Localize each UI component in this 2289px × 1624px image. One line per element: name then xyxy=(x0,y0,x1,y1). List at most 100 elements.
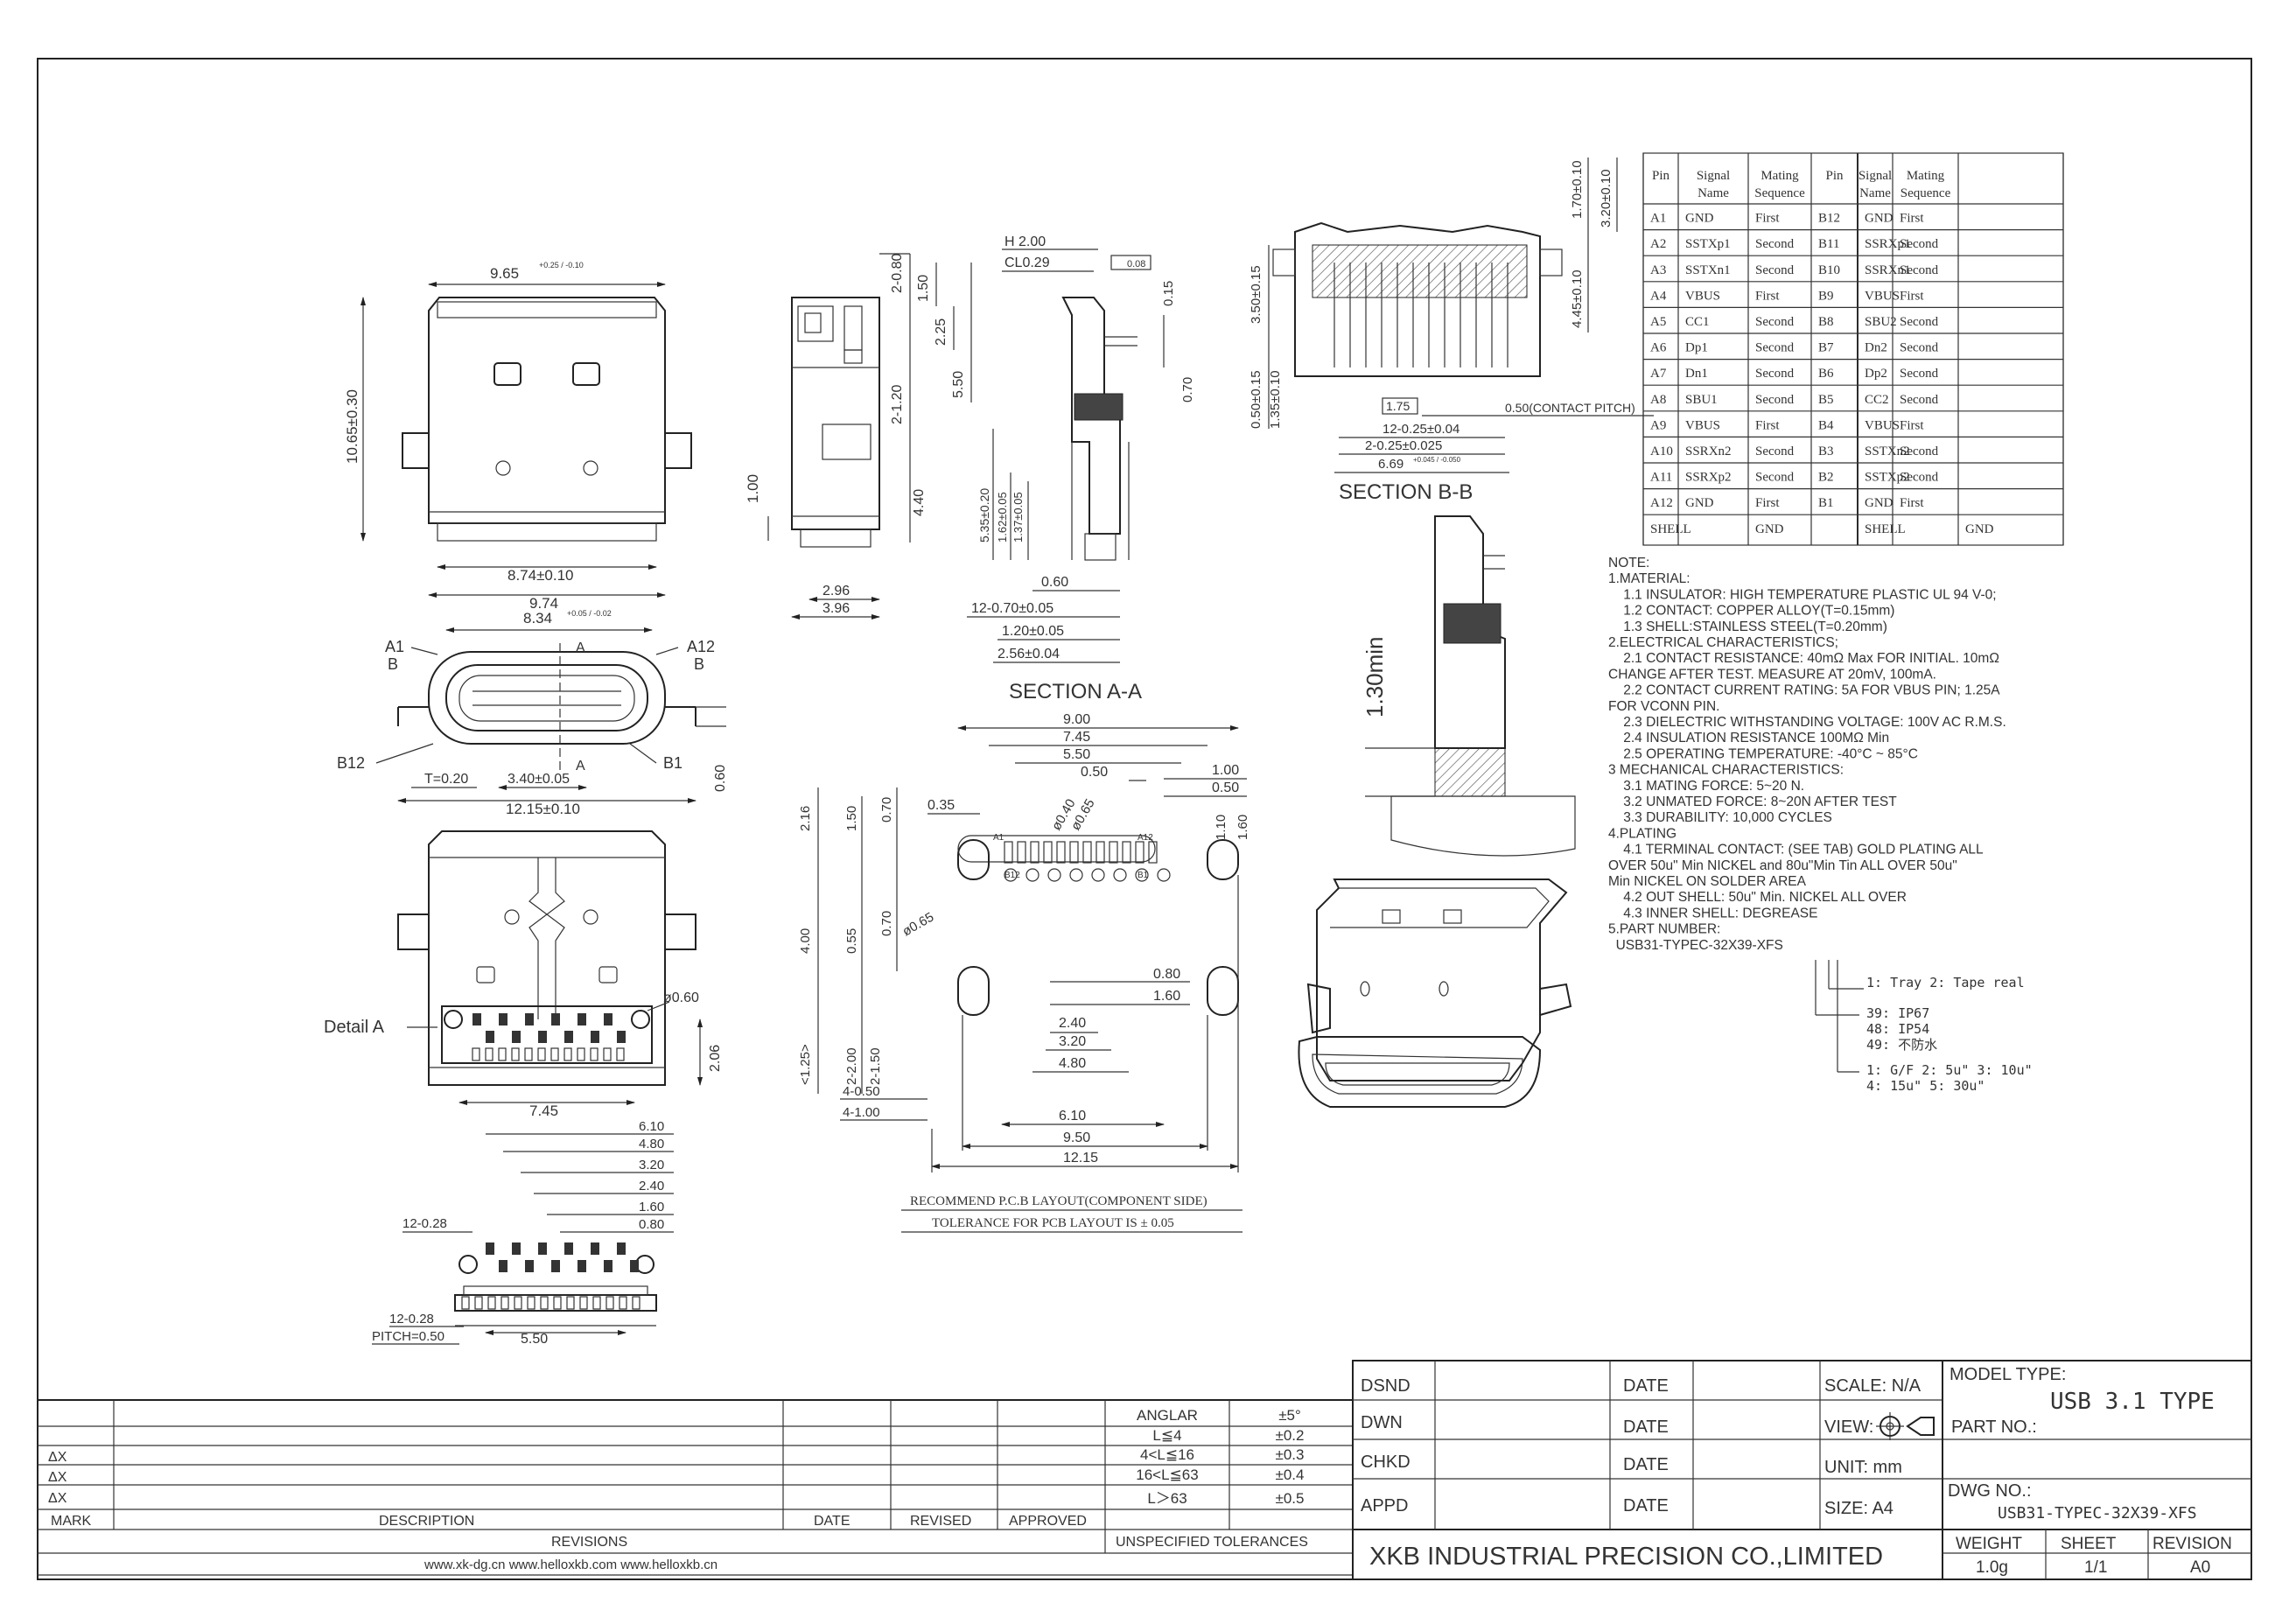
top-view: 9.65 +0.25 / -0.10 10.65±0.30 8.74±0.10 … xyxy=(344,261,769,612)
dim-top-width-tol: +0.25 / -0.10 xyxy=(539,261,584,270)
websites: www.xk-dg.cn www.helloxkb.com www.hellox… xyxy=(424,1558,718,1572)
tb-appd: APPD xyxy=(1361,1496,1408,1516)
section-aa-view: H 2.00 CL0.29 0.08 0.15 0.70 5.35±0.20 1… xyxy=(967,234,1195,704)
note-line: 4.PLATING xyxy=(1608,826,1676,841)
rev-header-revised: REVISED xyxy=(910,1514,971,1529)
dim-p160: 1.60 xyxy=(1236,815,1250,840)
pin-table-cell: Second xyxy=(1900,393,1939,407)
pin-table-header: Pin xyxy=(1825,169,1844,183)
dim-d320: 3.20 xyxy=(639,1158,664,1172)
dim-sa-256: 2.56±0.04 xyxy=(998,647,1060,662)
pin-table-cell: B4 xyxy=(1818,418,1834,432)
pin-table-cell: SBU2 xyxy=(1865,315,1897,329)
note-line: 2.ELECTRICAL CHARACTERISTICS; xyxy=(1608,635,1838,650)
dim-sa-070: 0.70 xyxy=(1180,377,1195,402)
pin-b-right-label: B xyxy=(694,655,704,673)
dim-p4100: 4-1.00 xyxy=(843,1105,880,1120)
dim-sb-170: 1.70±0.10 xyxy=(1570,160,1585,219)
dim-p080: 0.80 xyxy=(1153,967,1180,982)
dim-sa-162: 1.62±0.05 xyxy=(996,492,1009,542)
pin-table-cell: B8 xyxy=(1818,315,1834,329)
iso-view xyxy=(1298,878,1572,1108)
dim-sb-445: 4.45±0.10 xyxy=(1570,270,1585,328)
tolerance-value: ±0.4 xyxy=(1276,1466,1305,1483)
note-line: 2.2 CONTACT CURRENT RATING: 5A FOR VBUS … xyxy=(1608,683,2000,698)
legend-packing: 1: Tray 2: Tape real xyxy=(1866,975,2025,990)
pin-table-cell: First xyxy=(1900,418,1924,432)
pin-table-cell: First xyxy=(1755,212,1780,226)
dim-p400: 4.00 xyxy=(798,928,813,954)
dim-d480: 4.80 xyxy=(639,1137,664,1152)
dim-p216: 2.16 xyxy=(798,806,813,831)
dim-d240: 2.40 xyxy=(639,1179,664,1194)
note-line: 2.3 DIELECTRIC WITHSTANDING VOLTAGE: 100… xyxy=(1608,715,2006,730)
pin-table-cell: A1 xyxy=(1650,212,1666,226)
dim-d550: 5.50 xyxy=(521,1332,548,1347)
pin-table-cell: Second xyxy=(1755,367,1795,381)
pin-table-cell: B3 xyxy=(1818,444,1834,458)
note-line: 1.2 CONTACT: COPPER ALLOY(T=0.15mm) xyxy=(1608,604,1894,619)
pin-table-cell: Second xyxy=(1755,341,1795,355)
projection-symbol-icon xyxy=(1876,1412,1935,1440)
pin-table-cell: Second xyxy=(1900,471,1939,485)
pin-table-cell: GND xyxy=(1865,212,1894,226)
dim-height: 10.65±0.30 xyxy=(344,389,360,464)
tolerance-range: 4<L≦16 xyxy=(1140,1446,1194,1463)
dim-206: 2.06 xyxy=(708,1045,723,1072)
dim-p100: 1.00 xyxy=(1212,763,1239,778)
pin-table-cell: Dp1 xyxy=(1685,341,1708,355)
detail-a-view: 5.50 6.10 4.80 3.20 2.40 1.60 0.80 12-0.… xyxy=(372,1119,674,1347)
tb-part-no-label: PART NO.: xyxy=(1951,1418,2037,1437)
pin-table-cell: Second xyxy=(1755,471,1795,485)
tolerances-caption: UNSPECIFIED TOLERANCES xyxy=(1116,1535,1308,1550)
part-number-legend: 1: Tray 2: Tape real 39: IP67 48: IP54 4… xyxy=(1815,960,2033,1094)
pin-table-cell: B7 xyxy=(1818,341,1834,355)
rev-mark-1: ΔX xyxy=(48,1450,67,1465)
note-line: 4.3 INNER SHELL: DEGREASE xyxy=(1608,906,1817,920)
pin-table-cell: First xyxy=(1755,418,1780,432)
pin-a1-label: A1 xyxy=(385,638,404,655)
pin-table-cell: SSTXp1 xyxy=(1685,237,1731,251)
note-line: NOTE: xyxy=(1608,556,1649,570)
tb-size: SIZE: A4 xyxy=(1824,1499,1894,1518)
tolerance-value: ±0.5 xyxy=(1276,1490,1305,1507)
pin-table-cell: A11 xyxy=(1650,471,1672,485)
tolerance-range: L≦4 xyxy=(1152,1427,1181,1444)
note-line: 1.1 INSULATOR: HIGH TEMPERATURE PLASTIC … xyxy=(1608,587,1997,602)
dim-side-550: 5.50 xyxy=(951,371,966,398)
tb-sheet: 1/1 xyxy=(2084,1558,2107,1577)
dim-side-396: 3.96 xyxy=(822,601,850,616)
dim-100: 1.00 xyxy=(745,474,761,503)
rev-mark-3: ΔX xyxy=(48,1491,67,1506)
note-line: OVER 50u" Min NICKEL and 80u"Min Tin ALL… xyxy=(1608,858,1957,873)
dim-side-150: 1.50 xyxy=(916,275,931,302)
tb-weight-label: WEIGHT xyxy=(1956,1535,2022,1553)
pin-table-cell: A12 xyxy=(1650,496,1673,510)
pin-table-cell: A4 xyxy=(1650,289,1667,303)
dim-340: 3.40±0.05 xyxy=(508,772,570,787)
pin-table-cell: SBU1 xyxy=(1685,393,1718,407)
dim-p110: 1.10 xyxy=(1214,815,1228,840)
note-line: 3.2 UNMATED FORCE: 8~20N AFTER TEST xyxy=(1608,794,1897,809)
dim-974: 9.74 xyxy=(529,595,558,612)
dim-p160b: 1.60 xyxy=(1153,989,1180,1004)
cut-a-top: A xyxy=(576,640,585,655)
pin-table-cell: B1 xyxy=(1818,496,1834,510)
tb-scale: SCALE: N/A xyxy=(1824,1376,1922,1396)
tolerance-range: 16<L≦63 xyxy=(1136,1466,1198,1483)
pin-table-cell: Second xyxy=(1755,263,1795,277)
tb-date-1: DATE xyxy=(1623,1376,1669,1396)
note-line: 2.4 INSULATION RESISTANCE 100MΩ Min xyxy=(1608,731,1889,746)
notes-block: NOTE:1.MATERIAL: 1.1 INSULATOR: HIGH TEM… xyxy=(1608,556,2006,953)
dim-p070: 0.70 xyxy=(879,797,894,822)
pin-table-cell: B6 xyxy=(1818,367,1834,381)
revisions-table: ΔX ΔX ΔX MARK DESCRIPTION DATE REVISED A… xyxy=(37,1361,1354,1580)
tb-model-type-label: MODEL TYPE: xyxy=(1950,1365,2066,1384)
pin-table-cell: B5 xyxy=(1818,393,1834,407)
note-line: 3.1 MATING FORCE: 5~20 N. xyxy=(1608,779,1804,794)
pin-table-cell: Dn1 xyxy=(1685,367,1708,381)
tb-dwn: DWN xyxy=(1361,1413,1403,1432)
